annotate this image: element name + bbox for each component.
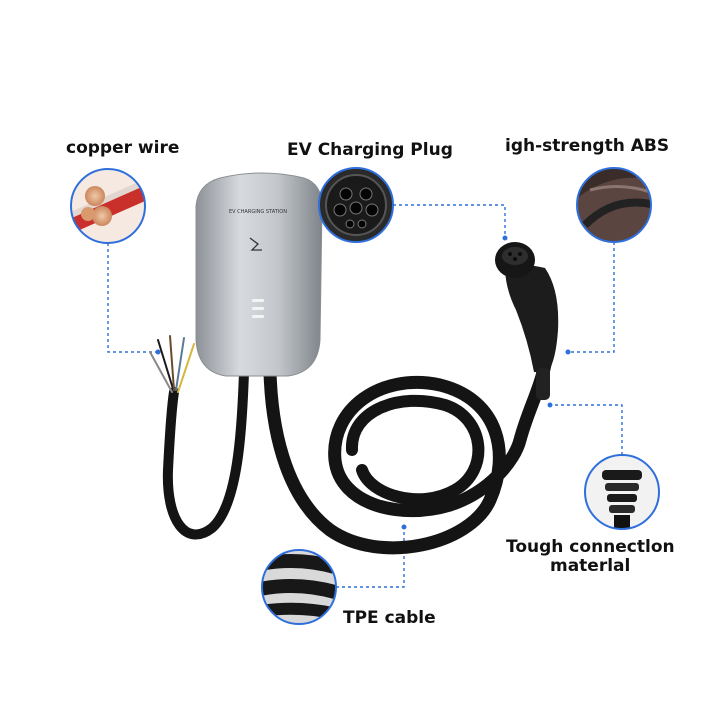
callout-copper — [70, 168, 146, 244]
leader-copper — [107, 243, 158, 353]
cable-coil-inner — [346, 394, 485, 506]
leader-dots — [155, 235, 571, 530]
charging-plug — [495, 242, 559, 400]
cable-right-coil — [263, 353, 553, 555]
label-copper-wire: copper wire — [66, 138, 180, 158]
leader-plug — [393, 204, 506, 238]
label-high-strength-abs: igh-strength ABS — [505, 136, 670, 156]
label-tough-connection-line2: materlal — [550, 556, 631, 576]
status-indicator-bars — [252, 299, 264, 318]
station-text: EV CHARGING STATION — [229, 209, 287, 215]
charging-station: EV CHARGING STATION — [195, 172, 323, 377]
cables — [162, 353, 553, 555]
callout-abs — [576, 167, 652, 243]
loose-wires — [149, 335, 195, 393]
plug-strain-relief — [536, 368, 550, 400]
leader-abs — [568, 242, 615, 353]
callout-tough — [584, 454, 660, 530]
callout-plug — [318, 167, 394, 243]
callout-tpe — [261, 549, 337, 625]
label-tpe-cable: TPE cable — [343, 608, 436, 628]
cable-left — [162, 367, 249, 540]
plug-face — [502, 247, 528, 265]
plug-grip — [505, 265, 559, 372]
leader-tough — [550, 404, 623, 455]
station-logo-icon — [249, 237, 262, 251]
label-tough-connection-line1: Tough connectlon — [506, 537, 675, 557]
label-ev-charging-plug: EV Charging Plug — [287, 140, 453, 160]
housing-body — [195, 172, 323, 377]
